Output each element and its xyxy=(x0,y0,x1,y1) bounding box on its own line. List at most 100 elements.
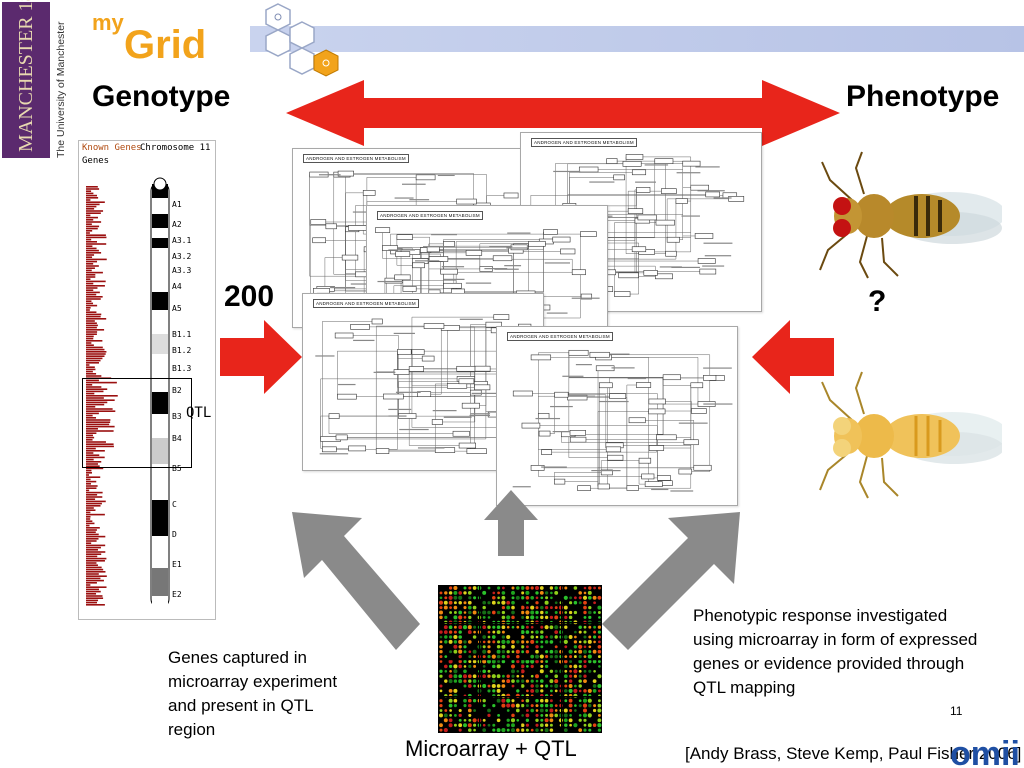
microarray-spot xyxy=(463,718,467,722)
pathway-edge xyxy=(682,163,696,237)
microarray-spot xyxy=(597,718,602,723)
microarray-spot xyxy=(587,698,592,703)
microarray-spot xyxy=(554,615,559,620)
enzyme-box xyxy=(571,269,586,276)
microarray-spot xyxy=(448,595,453,600)
compound-label xyxy=(315,355,335,357)
microarray-spot xyxy=(516,659,520,664)
tab-chromosome[interactable]: Chromosome 11 xyxy=(140,143,211,153)
gene-bar xyxy=(86,252,102,254)
microarray-spot xyxy=(472,586,477,590)
microarray-spot xyxy=(506,698,511,703)
enzyme-box xyxy=(675,198,688,204)
gene-bar xyxy=(86,232,90,234)
enzyme-box xyxy=(312,237,326,244)
microarray-spot xyxy=(511,713,515,718)
microarray-spot xyxy=(545,713,549,717)
microarray-spot xyxy=(467,591,472,595)
enzyme-box xyxy=(614,291,631,297)
microarray-spot xyxy=(458,595,463,600)
microarray-spot xyxy=(506,634,511,640)
microarray-spot xyxy=(525,590,530,595)
microarray-spot xyxy=(545,660,549,663)
gene-bar xyxy=(86,562,97,564)
microarray-spot xyxy=(453,713,457,717)
enzyme-box xyxy=(631,169,647,176)
double-arrow-icon xyxy=(286,80,840,146)
microarray-spot xyxy=(472,718,477,723)
microarray-spot xyxy=(506,679,511,684)
microarray-spot xyxy=(574,704,577,707)
microarray-spot xyxy=(463,659,467,664)
microarray-spot xyxy=(564,679,568,683)
gene-bar xyxy=(86,311,97,313)
pathway-edge xyxy=(320,378,458,439)
microarray-spot xyxy=(492,625,496,629)
gene-bar xyxy=(86,335,94,338)
microarray-spot xyxy=(501,644,506,649)
compound-label xyxy=(562,375,584,377)
microarray-spot xyxy=(545,635,548,639)
gene-bar xyxy=(86,487,97,489)
pathway-edge xyxy=(335,335,399,417)
gene-bar xyxy=(86,186,98,188)
microarray-spot xyxy=(525,713,530,718)
microarray-spot xyxy=(458,674,463,679)
microarray-spot xyxy=(530,708,535,713)
microarray-spot xyxy=(525,698,530,703)
microarray-spot xyxy=(563,674,568,679)
enzyme-box xyxy=(337,170,354,177)
microarray-spot xyxy=(534,585,540,591)
microarray-spot xyxy=(549,635,554,639)
microarray-spot xyxy=(540,728,544,732)
microarray-spot xyxy=(549,699,553,703)
microarray-spot xyxy=(448,659,453,664)
microarray-spot xyxy=(453,644,458,649)
compound-label xyxy=(330,286,356,289)
enzyme-box xyxy=(580,231,597,237)
gene-bar xyxy=(86,243,107,245)
microarray-spot xyxy=(482,655,486,659)
microarray-spot xyxy=(578,625,582,629)
enzyme-box xyxy=(470,389,482,396)
microarray-spot xyxy=(535,698,539,703)
grid-divider xyxy=(561,585,563,733)
microarray-spot xyxy=(516,669,520,673)
microarray-spot xyxy=(472,699,477,703)
compound-label xyxy=(388,415,407,417)
gene-bar xyxy=(86,397,104,399)
microarray-spot xyxy=(544,591,549,595)
microarray-spot xyxy=(554,635,558,639)
microarray-spot xyxy=(597,655,601,659)
microarray-spot xyxy=(468,703,472,708)
microarray-spot xyxy=(482,728,487,732)
microarray-spot xyxy=(463,616,467,619)
gene-bar xyxy=(86,489,90,492)
band-label: B1.2 xyxy=(172,346,192,355)
microarray-spot xyxy=(439,704,443,708)
tab-known-genes[interactable]: Known Genes xyxy=(82,143,142,153)
gene-bar xyxy=(86,298,101,300)
microarray-spot xyxy=(593,586,596,590)
microarray-spot xyxy=(563,713,568,718)
gene-bar xyxy=(86,568,104,571)
microarray-spot xyxy=(468,615,472,620)
microarray-spot xyxy=(501,654,506,659)
pathway-title: ANDROGEN AND ESTROGEN METABOLISM xyxy=(507,332,613,341)
pathway-edge xyxy=(408,368,460,446)
gene-bar xyxy=(86,269,92,272)
microarray-spot xyxy=(506,655,510,659)
compound-label xyxy=(671,266,700,269)
gene-bar xyxy=(86,419,111,421)
microarray-spot xyxy=(554,674,559,679)
microarray-spot xyxy=(496,654,501,659)
microarray-spot xyxy=(492,596,496,600)
microarray-spot xyxy=(554,654,558,659)
enzyme-box xyxy=(485,321,502,328)
gene-bar xyxy=(86,307,91,309)
chromosome-band xyxy=(152,272,168,292)
gene-bar xyxy=(86,533,99,536)
microarray-spot xyxy=(496,625,501,629)
gene-bar xyxy=(86,588,99,591)
microarray-spot xyxy=(491,674,496,679)
